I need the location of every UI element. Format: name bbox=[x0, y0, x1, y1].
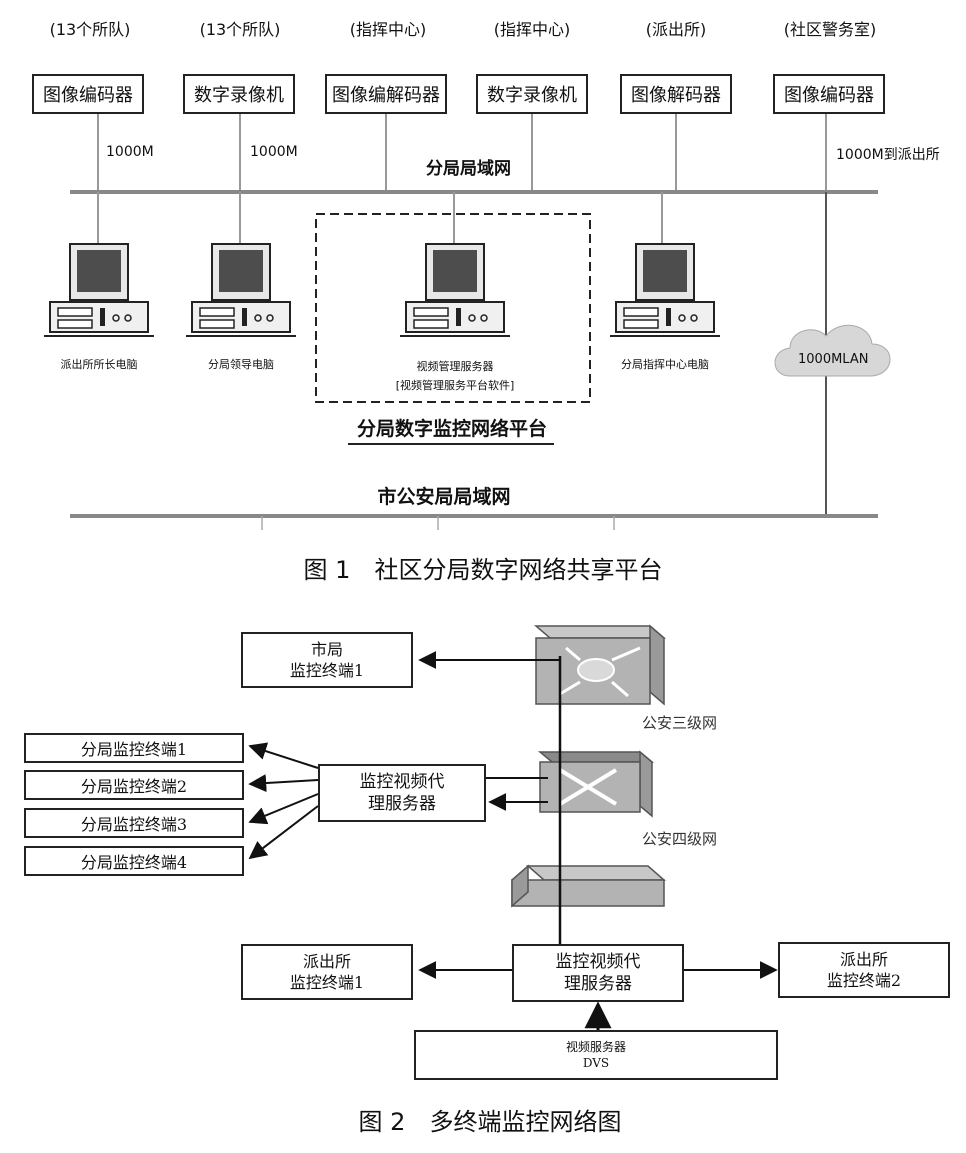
branch-terminal-3: 分局监控终端3 bbox=[24, 808, 244, 838]
platform-label: 分局数字监控网络平台 bbox=[356, 418, 548, 440]
computer-icon bbox=[186, 243, 296, 337]
station-terminal-2-line-2: 监控终端2 bbox=[826, 971, 902, 990]
device-image-encoder-1: 图像编码器 bbox=[32, 74, 144, 114]
computer-label-1: 派出所所长电脑 bbox=[60, 358, 138, 371]
city-terminal-line-1: 市局 bbox=[310, 640, 343, 659]
station-terminal-1-line-1: 派出所 bbox=[302, 952, 351, 971]
unit-location-2: (13个所队) bbox=[199, 20, 281, 39]
station-terminal-2-line-1: 派出所 bbox=[839, 950, 888, 969]
station-terminal-1: 派出所 监控终端1 bbox=[241, 944, 413, 1000]
link-label-1: 1000M bbox=[106, 144, 154, 160]
station-terminal-2: 派出所 监控终端2 bbox=[778, 942, 950, 998]
computer-label-4: 分局指挥中心电脑 bbox=[621, 358, 709, 371]
video-proxy-server-lower: 监控视频代 理服务器 bbox=[512, 944, 684, 1002]
station-terminal-1-line-2: 监控终端1 bbox=[289, 973, 365, 992]
proxy-lower-line-2: 理服务器 bbox=[564, 974, 632, 994]
server-computer-icon bbox=[400, 243, 510, 337]
link-label-6: 1000M到派出所 bbox=[836, 147, 940, 163]
unit-location-4: (指挥中心) bbox=[493, 20, 571, 39]
device-dvr-1: 数字录像机 bbox=[183, 74, 295, 114]
dvs-line-1: 视频服务器 bbox=[565, 1040, 626, 1054]
branch-terminal-4: 分局监控终端4 bbox=[24, 846, 244, 876]
proxy-lower-line-1: 监控视频代 bbox=[555, 952, 641, 972]
branch-terminal-1: 分局监控终端1 bbox=[24, 733, 244, 763]
computer-icon bbox=[610, 243, 720, 337]
unit-location-1: (13个所队) bbox=[49, 20, 131, 39]
level3-network-label: 公安三级网 bbox=[642, 714, 718, 732]
unit-location-6: (社区警务室) bbox=[783, 20, 877, 39]
city-lan-label: 市公安局局域网 bbox=[377, 486, 511, 508]
unit-location-3: (指挥中心) bbox=[349, 20, 427, 39]
device-image-encoder-2: 图像编码器 bbox=[773, 74, 885, 114]
computer-sublabel-3: [视频管理服务平台软件] bbox=[395, 379, 515, 392]
figure-1-caption: 图 1 社区分局数字网络共享平台 bbox=[303, 556, 663, 584]
dvs-video-server: 视频服务器 DVS bbox=[414, 1030, 778, 1080]
computer-icon bbox=[44, 243, 154, 337]
proxy-upper-line-2: 理服务器 bbox=[368, 794, 436, 814]
video-proxy-server-upper: 监控视频代 理服务器 bbox=[318, 764, 486, 822]
figure-2-caption: 图 2 多终端监控网络图 bbox=[358, 1108, 622, 1136]
city-terminal-line-2: 监控终端1 bbox=[289, 661, 365, 680]
level4-network-label: 公安四级网 bbox=[642, 830, 718, 848]
branch-terminal-2: 分局监控终端2 bbox=[24, 770, 244, 800]
proxy-upper-line-1: 监控视频代 bbox=[359, 772, 445, 792]
device-image-codec: 图像编解码器 bbox=[325, 74, 447, 114]
lan-label: 分局局域网 bbox=[426, 159, 511, 179]
device-image-decoder: 图像解码器 bbox=[620, 74, 732, 114]
dvs-line-2: DVS bbox=[582, 1056, 610, 1070]
device-dvr-2: 数字录像机 bbox=[476, 74, 588, 114]
city-monitor-terminal: 市局 监控终端1 bbox=[241, 632, 413, 688]
computer-label-3: 视频管理服务器 bbox=[416, 360, 494, 373]
figure-1-lines bbox=[70, 114, 891, 530]
computer-label-2: 分局领导电脑 bbox=[208, 358, 274, 371]
link-label-2: 1000M bbox=[250, 144, 298, 160]
cloud-label: 1000MLAN bbox=[798, 352, 869, 367]
unit-location-5: (派出所) bbox=[645, 20, 707, 39]
